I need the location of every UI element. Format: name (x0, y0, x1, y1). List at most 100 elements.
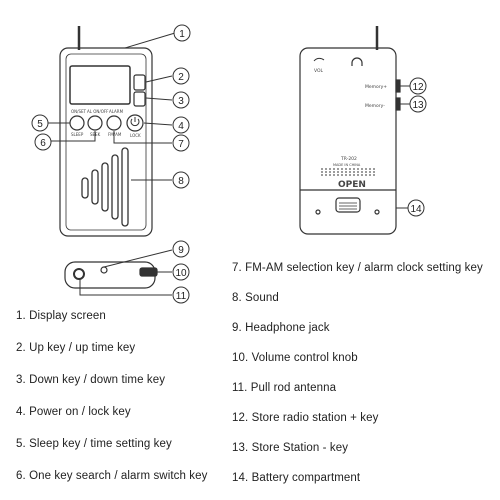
legend-item-14: 14. Battery compartment (232, 472, 361, 484)
front-body (59, 47, 153, 237)
volume-arc-icon (313, 57, 325, 62)
vent-dot (325, 168, 327, 170)
vent-dot (357, 171, 359, 173)
legend-item-8: 8. Sound (232, 292, 279, 304)
vent-dot (337, 171, 339, 173)
vent-dot (349, 174, 351, 176)
front-inner-frame (65, 53, 147, 231)
vent-dot (325, 174, 327, 176)
callout-14: 14 (410, 204, 422, 215)
back-body (299, 47, 397, 235)
vent-dot (373, 168, 375, 170)
vent-dot (369, 171, 371, 173)
vent-dot (369, 174, 371, 176)
vent-dot (337, 168, 339, 170)
back-open-label: OPEN (338, 180, 366, 190)
front-label-seek: SEEK (90, 132, 101, 137)
vent-dot (357, 168, 359, 170)
vent-dot (321, 171, 323, 173)
sleep-key (69, 115, 85, 131)
vent-dot (361, 171, 363, 173)
back-made-in-label: MADE IN CHINA (333, 163, 361, 167)
front-label-alarm: ALARM (109, 109, 124, 114)
vent-dot (345, 168, 347, 170)
legend-item-4: 4. Power on / lock key (16, 406, 131, 418)
callout-11: 11 (176, 291, 187, 302)
legend-item-2: 2. Up key / up time key (16, 342, 136, 354)
callout-2: 2 (178, 72, 184, 83)
front-view (59, 26, 153, 237)
battery-screw-right (374, 209, 380, 215)
vent-dot (321, 174, 323, 176)
vent-dot (357, 174, 359, 176)
back-model-label: TR-202 (340, 156, 357, 162)
vent-dot (333, 174, 335, 176)
vent-dot (365, 174, 367, 176)
side-view (64, 261, 158, 289)
back-memory-plus-label: Memory+ (365, 84, 387, 90)
callout-5: 5 (37, 119, 43, 130)
display-screen (69, 65, 131, 105)
power-lock-key (126, 114, 144, 132)
vent-dot (329, 168, 331, 170)
legend-item-11: 11. Pull rod antenna (232, 382, 337, 394)
down-key (133, 91, 146, 107)
legend-item-1: 1. Display screen (16, 310, 106, 322)
callout-6: 6 (40, 138, 46, 149)
front-label-lock: LOCK (130, 133, 141, 138)
vent-dot (341, 171, 343, 173)
vent-dot (365, 168, 367, 170)
vent-dot (341, 174, 343, 176)
callout-10: 10 (175, 268, 187, 279)
power-symbol-icon (130, 117, 140, 127)
battery-screw-left (315, 209, 321, 215)
callout-4: 4 (178, 121, 184, 132)
vent-dot (361, 174, 363, 176)
back-vent-grid (321, 168, 375, 176)
vent-dot (353, 171, 355, 173)
vent-dot (353, 174, 355, 176)
vent-dot (341, 168, 343, 170)
vent-dot (325, 171, 327, 173)
callout-9: 9 (178, 245, 184, 256)
vent-dot (349, 168, 351, 170)
callout-12: 12 (412, 82, 424, 93)
up-key (133, 74, 146, 91)
vent-dot (353, 168, 355, 170)
vent-dot (373, 171, 375, 173)
back-view (299, 26, 401, 235)
legend-item-6: 6. One key search / alarm switch key (16, 470, 208, 482)
seek-key (87, 115, 103, 131)
battery-latch (335, 197, 361, 213)
callout-8: 8 (178, 176, 184, 187)
side-detail (100, 266, 108, 274)
vent-dot (365, 171, 367, 173)
back-memory-minus-label: Memory- (365, 103, 385, 109)
legend-item-13: 13. Store Station - key (232, 442, 349, 454)
vent-dot (329, 171, 331, 173)
vent-dot (361, 168, 363, 170)
front-label-fmam: FM/AM (108, 132, 122, 137)
vent-dot (345, 174, 347, 176)
volume-knob (139, 267, 158, 277)
front-label-alonoff: AL ON/OFF (87, 109, 109, 114)
vent-dot (333, 171, 335, 173)
vent-dot (373, 174, 375, 176)
vent-dot (369, 168, 371, 170)
legend-item-10: 10. Volume control knob (232, 352, 358, 364)
fmam-key (106, 115, 122, 131)
vent-dot (345, 171, 347, 173)
headphone-jack (73, 268, 85, 280)
legend-item-5: 5. Sleep key / time setting key (16, 438, 172, 450)
leader-lines (48, 32, 410, 296)
speaker-grille (81, 147, 129, 227)
vent-dot (329, 174, 331, 176)
headphone-icon (351, 57, 363, 66)
vent-dot (349, 171, 351, 173)
legend-item-12: 12. Store radio station + key (232, 412, 379, 424)
callout-1: 1 (179, 29, 185, 40)
front-label-onset: ON/SET (71, 109, 87, 114)
callout-13: 13 (412, 100, 424, 111)
front-label-sleep: SLEEP (71, 132, 84, 137)
